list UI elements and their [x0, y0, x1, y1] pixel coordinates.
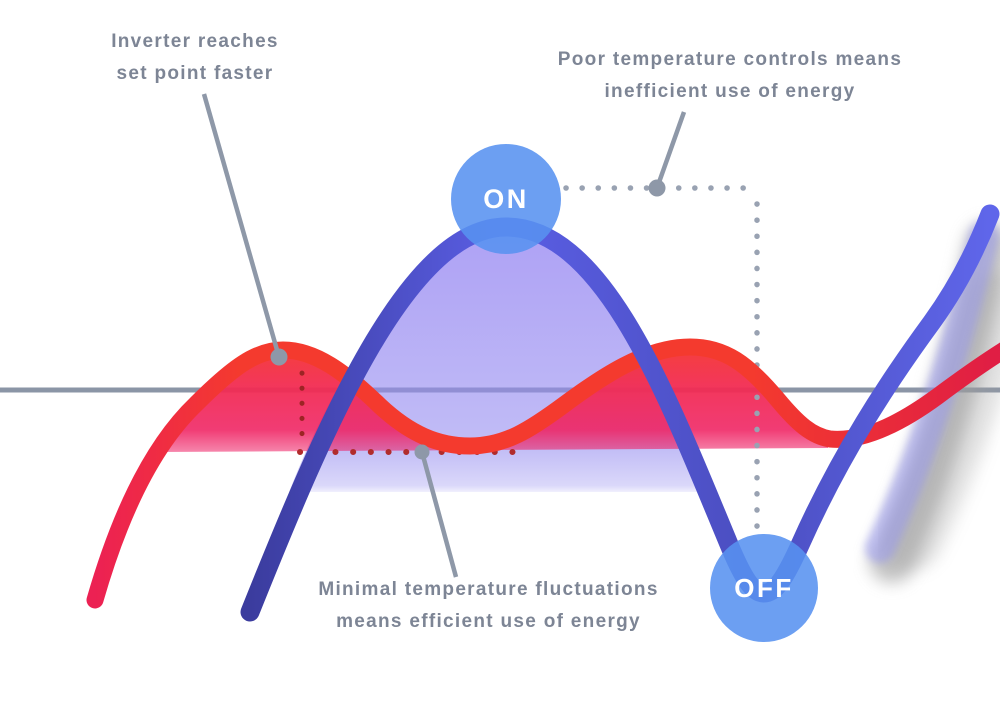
- annotation-minimal-fluctuation-line2: means efficient use of energy: [336, 611, 641, 632]
- annotation-inverter-line2: set point faster: [116, 63, 274, 84]
- annotation-poor-control-line2: inefficient use of energy: [604, 81, 856, 102]
- pointer-line-poor-control: [654, 111, 687, 189]
- annotation-inverter-line1: Inverter reaches: [111, 31, 279, 52]
- pointer-line-minimal-fluctuation: [419, 451, 459, 578]
- motion-blur-gray-wide: [882, 272, 1000, 570]
- annotation-poor-control: Poor temperature controls means ineffici…: [530, 44, 930, 108]
- off-badge-label: OFF: [734, 572, 794, 603]
- on-badge: ON: [451, 144, 561, 254]
- annotation-minimal-fluctuation: Minimal temperature fluctuations means e…: [286, 574, 691, 638]
- pointer-dot-minimal-fluctuation: [414, 444, 430, 460]
- off-badge: OFF: [710, 534, 818, 642]
- annotation-inverter: Inverter reaches set point faster: [20, 26, 370, 90]
- pointer-dot-poor-control: [648, 179, 666, 197]
- pointer-line-inverter: [201, 93, 282, 358]
- annotation-minimal-fluctuation-line1: Minimal temperature fluctuations: [318, 579, 659, 600]
- annotation-poor-control-line1: Poor temperature controls means: [557, 49, 903, 70]
- pointer-dot-inverter: [270, 348, 288, 366]
- on-badge-label: ON: [483, 183, 529, 214]
